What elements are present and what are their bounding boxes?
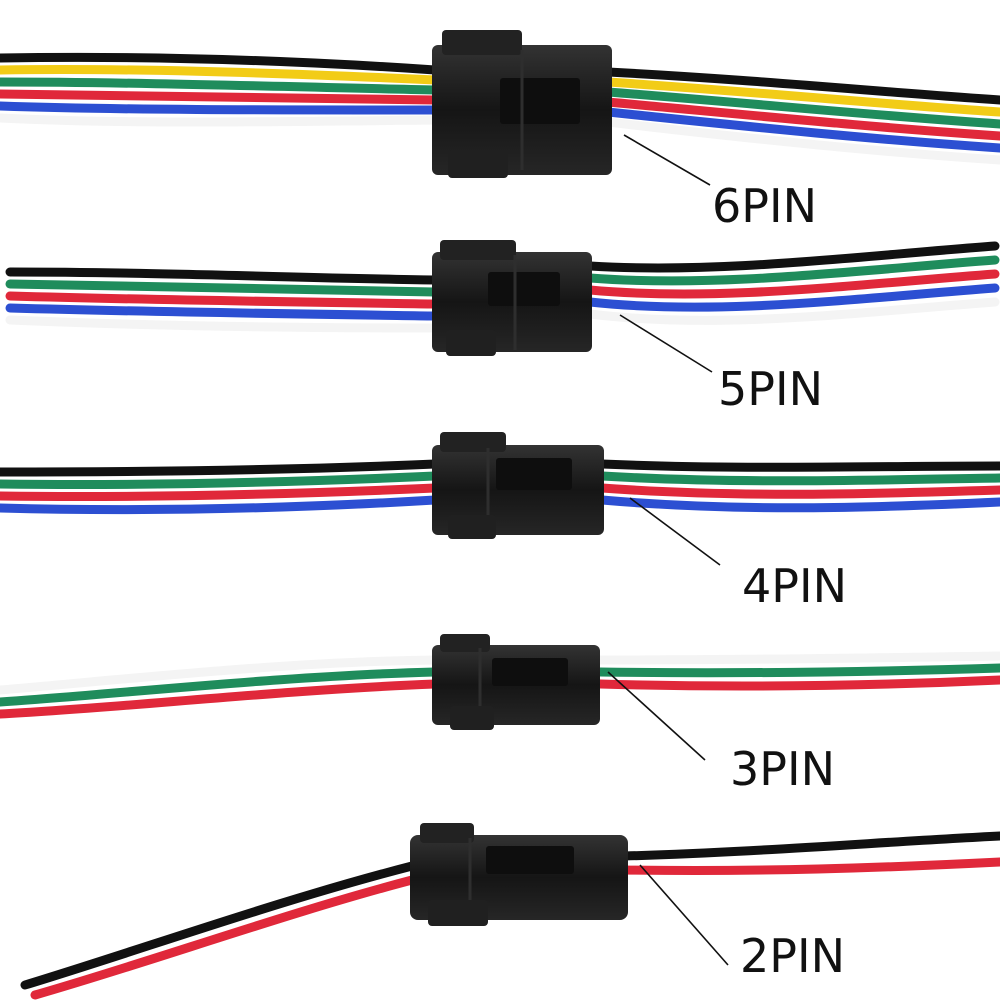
label-6pin: 6PIN bbox=[712, 179, 817, 233]
wires-5pin-right bbox=[585, 241, 1000, 325]
cable-3pin: 3PIN bbox=[0, 634, 1000, 796]
cable-6pin: 6PIN bbox=[0, 30, 1000, 233]
cable-5pin: 5PIN bbox=[5, 240, 1000, 416]
wires-3pin-left bbox=[0, 655, 440, 719]
pointer-line-4pin bbox=[629, 497, 721, 566]
pointer-line-3pin bbox=[607, 671, 706, 761]
connector-3pin bbox=[432, 634, 600, 730]
label-3pin: 3PIN bbox=[730, 742, 835, 796]
wires-4pin-right bbox=[597, 459, 1000, 513]
connector-4pin bbox=[432, 432, 604, 539]
wires-6pin-left bbox=[0, 52, 440, 127]
pointer-line-6pin bbox=[623, 134, 711, 186]
connector-6pin bbox=[432, 30, 612, 178]
wires-4pin-left bbox=[0, 459, 440, 515]
wires-2pin-right bbox=[620, 831, 1000, 876]
wires-3pin-right bbox=[595, 651, 1000, 691]
label-4pin: 4PIN bbox=[742, 559, 847, 613]
label-2pin: 2PIN bbox=[740, 929, 845, 983]
connector-2pin bbox=[410, 823, 628, 926]
wires-2pin-left bbox=[20, 861, 417, 1000]
pointer-line-5pin bbox=[619, 314, 713, 373]
wires-6pin-right bbox=[603, 67, 1000, 165]
pointer-line-2pin bbox=[639, 864, 729, 966]
cable-2pin: 2PIN bbox=[20, 823, 1000, 1000]
cable-4pin: 4PIN bbox=[0, 432, 1000, 613]
wires-5pin-left bbox=[5, 267, 440, 333]
connector-5pin bbox=[432, 240, 592, 356]
label-5pin: 5PIN bbox=[718, 362, 823, 416]
